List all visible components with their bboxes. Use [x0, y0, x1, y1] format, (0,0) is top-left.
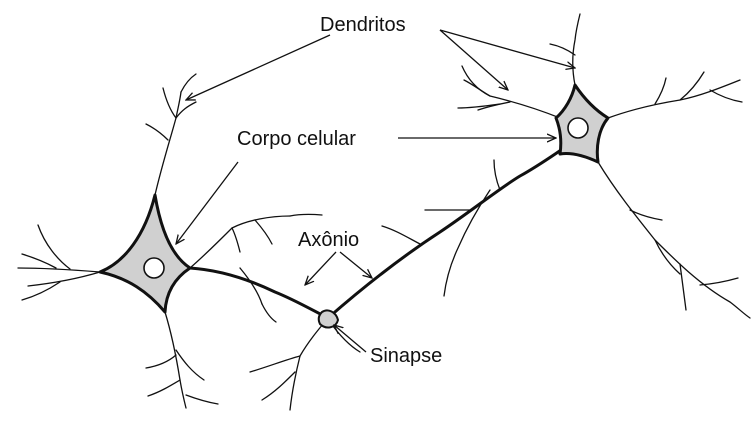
label-axonio-group: Axônio: [298, 229, 372, 285]
synapse: [250, 310, 360, 410]
label-dendritos: Dendritos: [320, 14, 406, 36]
synapse-knob: [319, 310, 338, 327]
pointer-dendritos-right-1: [440, 30, 575, 68]
left-nucleus: [144, 258, 164, 278]
label-sinapse-group: Sinapse: [334, 325, 442, 367]
label-axonio: Axônio: [298, 229, 359, 251]
left-neuron-dendrites: [18, 74, 322, 408]
left-cell-body: [100, 195, 190, 312]
left-neuron-axon: [190, 268, 328, 318]
label-dendritos-group: Dendritos: [186, 14, 575, 100]
pointer-sinapse: [334, 325, 366, 352]
right-neuron-dendrites: [458, 14, 750, 318]
pointer-axonio-right: [340, 252, 372, 278]
right-nucleus: [568, 118, 588, 138]
right-neuron: [458, 14, 750, 318]
left-neuron: [18, 74, 328, 408]
pointer-axonio-left: [305, 252, 336, 285]
label-sinapse: Sinapse: [370, 345, 442, 367]
axon-to-right-neuron: [328, 148, 564, 318]
connecting-axon: [328, 148, 564, 318]
pointer-dendritos-left: [186, 35, 330, 100]
label-corpo-celular: Corpo celular: [237, 128, 356, 150]
